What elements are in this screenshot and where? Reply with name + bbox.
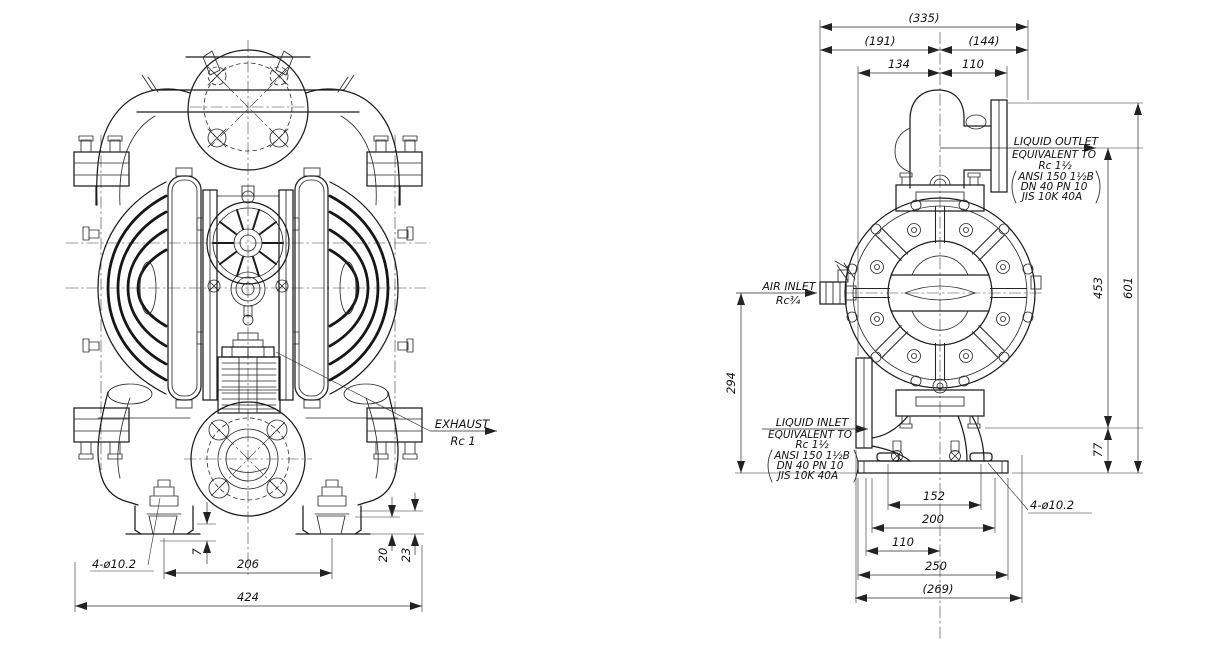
dim-front-pitch: 110 — [892, 535, 914, 549]
liquid-inlet-std3: JIS 10K 40A — [776, 470, 838, 482]
side-chamber — [837, 197, 1042, 389]
liquid-inlet-std1: ANSI 150 1½B — [773, 450, 850, 462]
dim-inlet-height: 77 — [1091, 442, 1105, 457]
front-view-dimensions: 206 424 7 20 23 4-ø10.2 EXHAUST Rc 1 — [74, 351, 497, 612]
rim-bolts — [846, 199, 1034, 387]
side-view-centerlines — [845, 32, 1042, 640]
liquid-inlet-size: Rc 1½ — [795, 439, 828, 451]
dim-overall-depth-bottom: (269) — [923, 582, 954, 596]
liquid-outlet-std2: DN 40 PN 10 — [1021, 181, 1088, 193]
dim-front-of-center: (144) — [969, 34, 1000, 48]
side-upper-clamp — [895, 172, 985, 212]
side-air-inlet-fitting — [819, 260, 857, 305]
dim-rear-of-center: (191) — [865, 34, 896, 48]
side-inlet — [855, 357, 985, 462]
liquid-inlet-line2: EQUIVALENT TO — [768, 429, 852, 441]
dim-foot-offset: 7 — [190, 548, 204, 556]
dim-pad-height: 20 — [376, 548, 390, 563]
liquid-outlet-std1: ANSI 150 1½B — [1017, 171, 1094, 183]
front-lower-body — [97, 383, 399, 535]
liquid-outlet-line2: EQUIVALENT TO — [1012, 149, 1096, 161]
side-view-body — [819, 89, 1042, 474]
dim-bolt-pitch: 200 — [922, 512, 944, 526]
air-inlet-size: Rc¾ — [776, 294, 801, 307]
dim-air-inlet-height: 294 — [724, 372, 738, 394]
exhaust-label: EXHAUST — [435, 417, 490, 431]
dim-inner-front: 110 — [962, 57, 984, 71]
dim-base-length: 250 — [925, 559, 947, 573]
spoke-bolts — [870, 223, 1010, 363]
liquid-outlet-label-block: LIQUID OUTLET EQUIVALENT TO Rc 1½ ANSI 1… — [1011, 135, 1101, 204]
dim-front-bolt-holes: 4-ø10.2 — [92, 557, 136, 571]
air-inlet-label: AIR INLET — [761, 280, 816, 293]
liquid-inlet-std2: DN 40 PN 10 — [777, 460, 844, 472]
exhaust-size: Rc 1 — [450, 434, 475, 448]
front-chambers — [82, 167, 414, 409]
side-view-dimensions: (335) (191) (144) 134 110 453 601 77 294… — [724, 11, 1143, 603]
dim-slot-pitch: 152 — [923, 489, 945, 503]
liquid-inlet-label-block: LIQUID INLET EQUIVALENT TO Rc 1½ ANSI 15… — [767, 416, 859, 483]
liquid-outlet-size: Rc 1½ — [1038, 160, 1071, 172]
dim-inner-rear: 134 — [888, 57, 910, 71]
dim-base-height: 23 — [399, 548, 413, 563]
dim-overall-height: 601 — [1121, 277, 1135, 299]
liquid-inlet-label: LIQUID INLET — [776, 416, 850, 429]
front-muffler — [217, 332, 281, 414]
dim-outlet-height: 453 — [1091, 277, 1105, 299]
liquid-outlet-label: LIQUID OUTLET — [1014, 135, 1100, 148]
front-air-valve — [196, 185, 300, 401]
side-outlet — [894, 89, 1008, 193]
dim-side-bolt-holes: 4-ø10.2 — [1030, 498, 1074, 512]
front-view-body — [73, 49, 423, 535]
dim-foot-pitch: 206 — [237, 557, 259, 571]
dim-overall-depth-top: (335) — [909, 11, 940, 25]
side-base — [857, 452, 1009, 474]
side-view-labels: AIR INLET Rc¾ LIQUID OUTLET EQUIVALENT T… — [761, 135, 1101, 483]
front-view-centerlines — [66, 40, 430, 575]
dim-overall-width: 424 — [237, 590, 259, 604]
liquid-outlet-std3: JIS 10K 40A — [1020, 191, 1082, 203]
